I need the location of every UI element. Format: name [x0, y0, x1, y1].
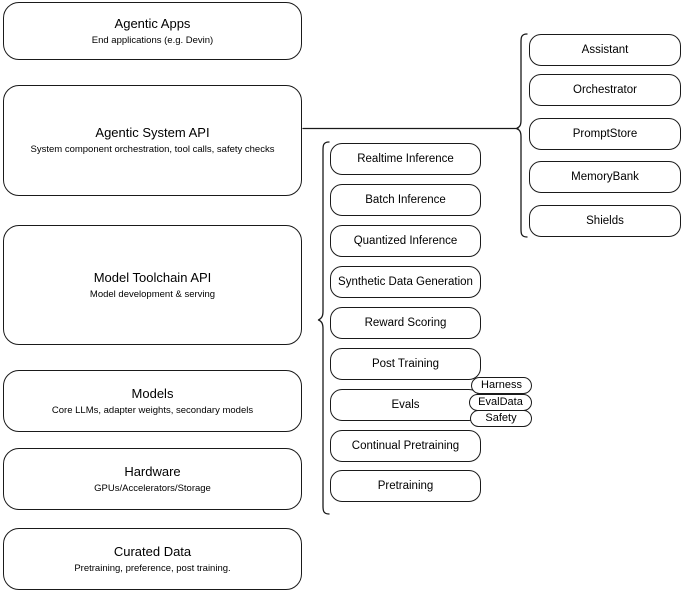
layer-model-toolchain-api[interactable]: Model Toolchain API Model development & … [3, 225, 302, 345]
layer-agentic-system-api[interactable]: Agentic System API System component orch… [3, 85, 302, 196]
evals-pill-label: EvalData [478, 396, 523, 408]
layer-title: Models [131, 385, 174, 401]
system-component-label: Shields [586, 214, 624, 227]
toolchain-item-label: Realtime Inference [357, 152, 454, 165]
toolchain-item-label: Continual Pretraining [351, 439, 460, 452]
evals-pill-label: Harness [481, 379, 522, 391]
layer-subtitle: System component orchestration, tool cal… [30, 144, 275, 155]
toolchain-item-realtime-inference[interactable]: Realtime Inference [330, 143, 481, 175]
toolchain-item-label: Synthetic Data Generation [338, 275, 473, 288]
system-component-assistant[interactable]: Assistant [529, 34, 681, 66]
system-component-label: MemoryBank [571, 170, 639, 183]
system-component-orchestrator[interactable]: Orchestrator [529, 74, 681, 106]
toolchain-item-reward-scoring[interactable]: Reward Scoring [330, 307, 481, 339]
toolchain-item-label: Post Training [371, 357, 440, 370]
toolchain-item-label: Reward Scoring [364, 316, 447, 329]
toolchain-item-continual-pretraining[interactable]: Continual Pretraining [330, 430, 481, 462]
layer-curated-data[interactable]: Curated Data Pretraining, preference, po… [3, 528, 302, 590]
layer-title: Agentic System API [95, 125, 210, 140]
layer-subtitle: GPUs/Accelerators/Storage [94, 482, 211, 494]
toolchain-item-pretraining[interactable]: Pretraining [330, 470, 481, 502]
toolchain-item-synthetic-data-generation[interactable]: Synthetic Data Generation [330, 266, 481, 298]
toolchain-item-post-training[interactable]: Post Training [330, 348, 481, 380]
layer-title: Hardware [124, 463, 181, 479]
layer-subtitle: Core LLMs, adapter weights, secondary mo… [51, 404, 254, 416]
system-component-shields[interactable]: Shields [529, 205, 681, 237]
layer-title: Model Toolchain API [93, 269, 212, 285]
toolchain-item-label: Evals [391, 398, 420, 411]
evals-pill-harness[interactable]: Harness [471, 377, 532, 394]
evals-pill-safety[interactable]: Safety [470, 410, 532, 427]
layer-models[interactable]: Models Core LLMs, adapter weights, secon… [3, 370, 302, 432]
system-component-label: Assistant [581, 43, 629, 56]
layer-agentic-apps[interactable]: Agentic Apps End applications (e.g. Devi… [3, 2, 302, 60]
layer-title: Curated Data [113, 543, 192, 559]
system-component-label: Orchestrator [573, 83, 637, 96]
layer-title: Agentic Apps [114, 15, 191, 31]
layer-subtitle: Model development & serving [89, 288, 216, 300]
layer-subtitle: Pretraining, preference, post training. [74, 562, 231, 574]
middle-column-brace [317, 141, 330, 515]
layer-subtitle: End applications (e.g. Devin) [91, 34, 214, 46]
system-component-memorybank[interactable]: MemoryBank [529, 161, 681, 193]
right-column-brace [515, 33, 528, 238]
toolchain-item-batch-inference[interactable]: Batch Inference [330, 184, 481, 216]
toolchain-item-label: Pretraining [377, 479, 434, 492]
toolchain-item-label: Quantized Inference [353, 234, 458, 247]
evals-pill-evaldata[interactable]: EvalData [469, 394, 532, 411]
layer-hardware[interactable]: Hardware GPUs/Accelerators/Storage [3, 448, 302, 510]
toolchain-item-evals[interactable]: Evals [330, 389, 481, 421]
system-component-label: PromptStore [572, 127, 638, 140]
toolchain-item-label: Batch Inference [365, 193, 446, 206]
toolchain-item-quantized-inference[interactable]: Quantized Inference [330, 225, 481, 257]
evals-pill-label: Safety [485, 412, 517, 424]
system-component-promptstore[interactable]: PromptStore [529, 118, 681, 150]
